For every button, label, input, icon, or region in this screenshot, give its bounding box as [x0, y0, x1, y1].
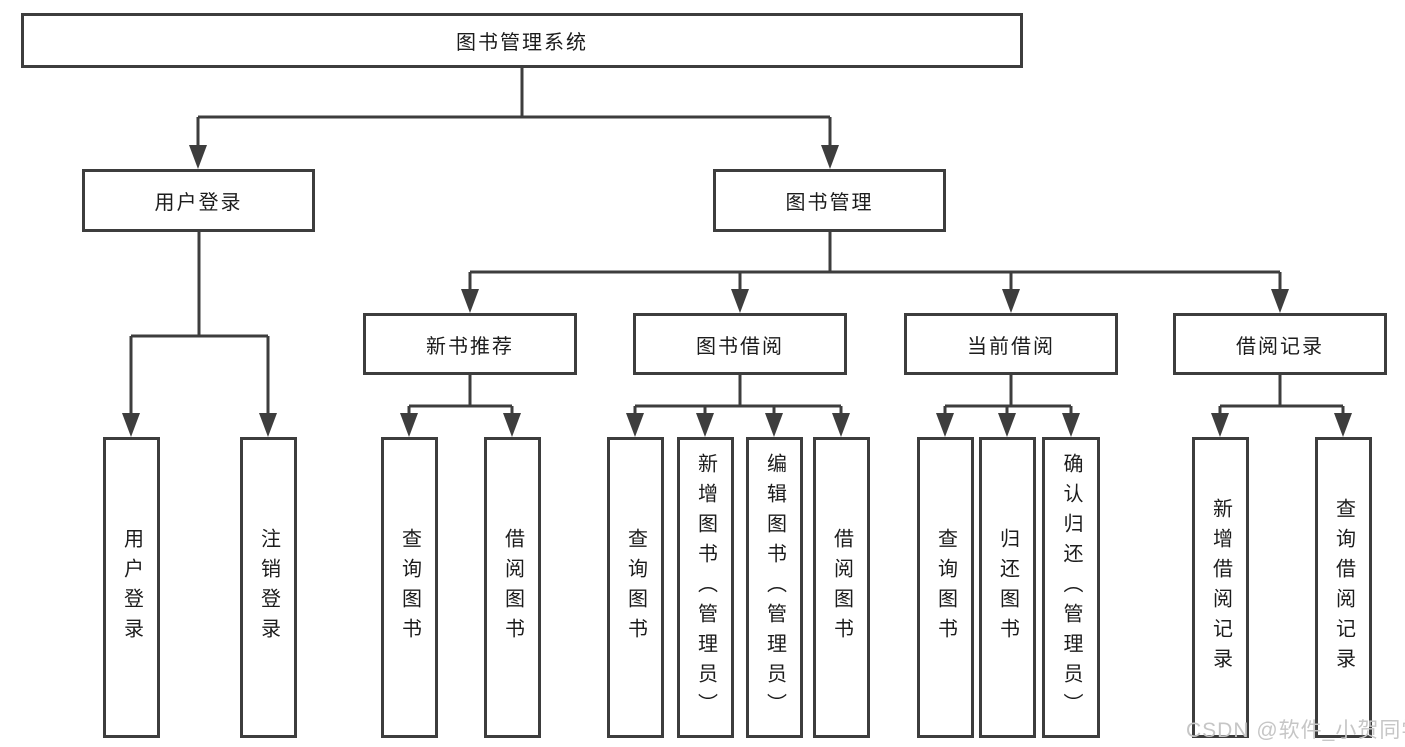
leaf-edit-books-admin: 编辑图书（管理员）: [746, 437, 803, 738]
leaf-confirm-return-admin-label: 确认归还（管理员）: [1060, 452, 1082, 723]
node-current-borrow-label: 当前借阅: [967, 335, 1055, 358]
node-book-management: 图书管理: [713, 169, 946, 232]
leaf-borrow-query-books: 查询图书: [607, 437, 664, 738]
leaf-return-books: 归还图书: [979, 437, 1036, 738]
csdn-watermark: CSDN @软件_小贺同学: [1186, 719, 1405, 742]
leaf-query-borrow-record: 查询借阅记录: [1315, 437, 1372, 738]
node-borrow-records: 借阅记录: [1173, 313, 1387, 375]
leaf-borrow-books: 借阅图书: [813, 437, 870, 738]
node-current-borrow: 当前借阅: [904, 313, 1118, 375]
leaf-query-borrow-record-label: 查询借阅记录: [1332, 497, 1355, 678]
node-borrow-records-label: 借阅记录: [1236, 335, 1324, 358]
node-user-login-label: 用户登录: [154, 192, 243, 214]
leaf-edit-books-admin-label: 编辑图书（管理员）: [763, 452, 786, 723]
node-new-book-recommend: 新书推荐: [363, 313, 577, 375]
leaf-add-borrow-record-label: 新增借阅记录: [1209, 497, 1232, 678]
leaf-current-query-books-label: 查询图书: [934, 527, 957, 648]
node-book-management-label: 图书管理: [785, 192, 874, 214]
leaf-return-books-label: 归还图书: [996, 527, 1019, 648]
arrowhead-icons: [122, 145, 1352, 437]
leaf-recommend-borrow-books: 借阅图书: [484, 437, 541, 738]
leaf-add-books-admin-label: 新增图书（管理员）: [694, 452, 717, 723]
leaf-add-books-admin: 新增图书（管理员）: [677, 437, 734, 738]
leaf-borrow-query-books-label: 查询图书: [624, 527, 647, 648]
root-node-label: 图书管理系统: [456, 32, 588, 54]
leaf-recommend-query-books-label: 查询图书: [398, 527, 421, 648]
leaf-recommend-borrow-books-label: 借阅图书: [501, 527, 524, 648]
leaf-confirm-return-admin: 确认归还（管理员）: [1042, 437, 1100, 738]
leaf-recommend-query-books: 查询图书: [381, 437, 438, 738]
leaf-user-login: 用户登录: [103, 437, 160, 738]
node-user-login: 用户登录: [82, 169, 315, 232]
leaf-borrow-books-label: 借阅图书: [830, 527, 853, 648]
node-book-borrow-label: 图书借阅: [696, 335, 784, 358]
leaf-current-query-books: 查询图书: [917, 437, 974, 738]
leaf-logout-label: 注销登录: [257, 527, 280, 648]
leaf-user-login-label: 用户登录: [120, 527, 143, 648]
root-node-library-system: 图书管理系统: [21, 13, 1023, 68]
leaf-add-borrow-record: 新增借阅记录: [1192, 437, 1249, 738]
leaf-logout: 注销登录: [240, 437, 297, 738]
node-book-borrow: 图书借阅: [633, 313, 847, 375]
node-new-book-recommend-label: 新书推荐: [426, 335, 514, 358]
